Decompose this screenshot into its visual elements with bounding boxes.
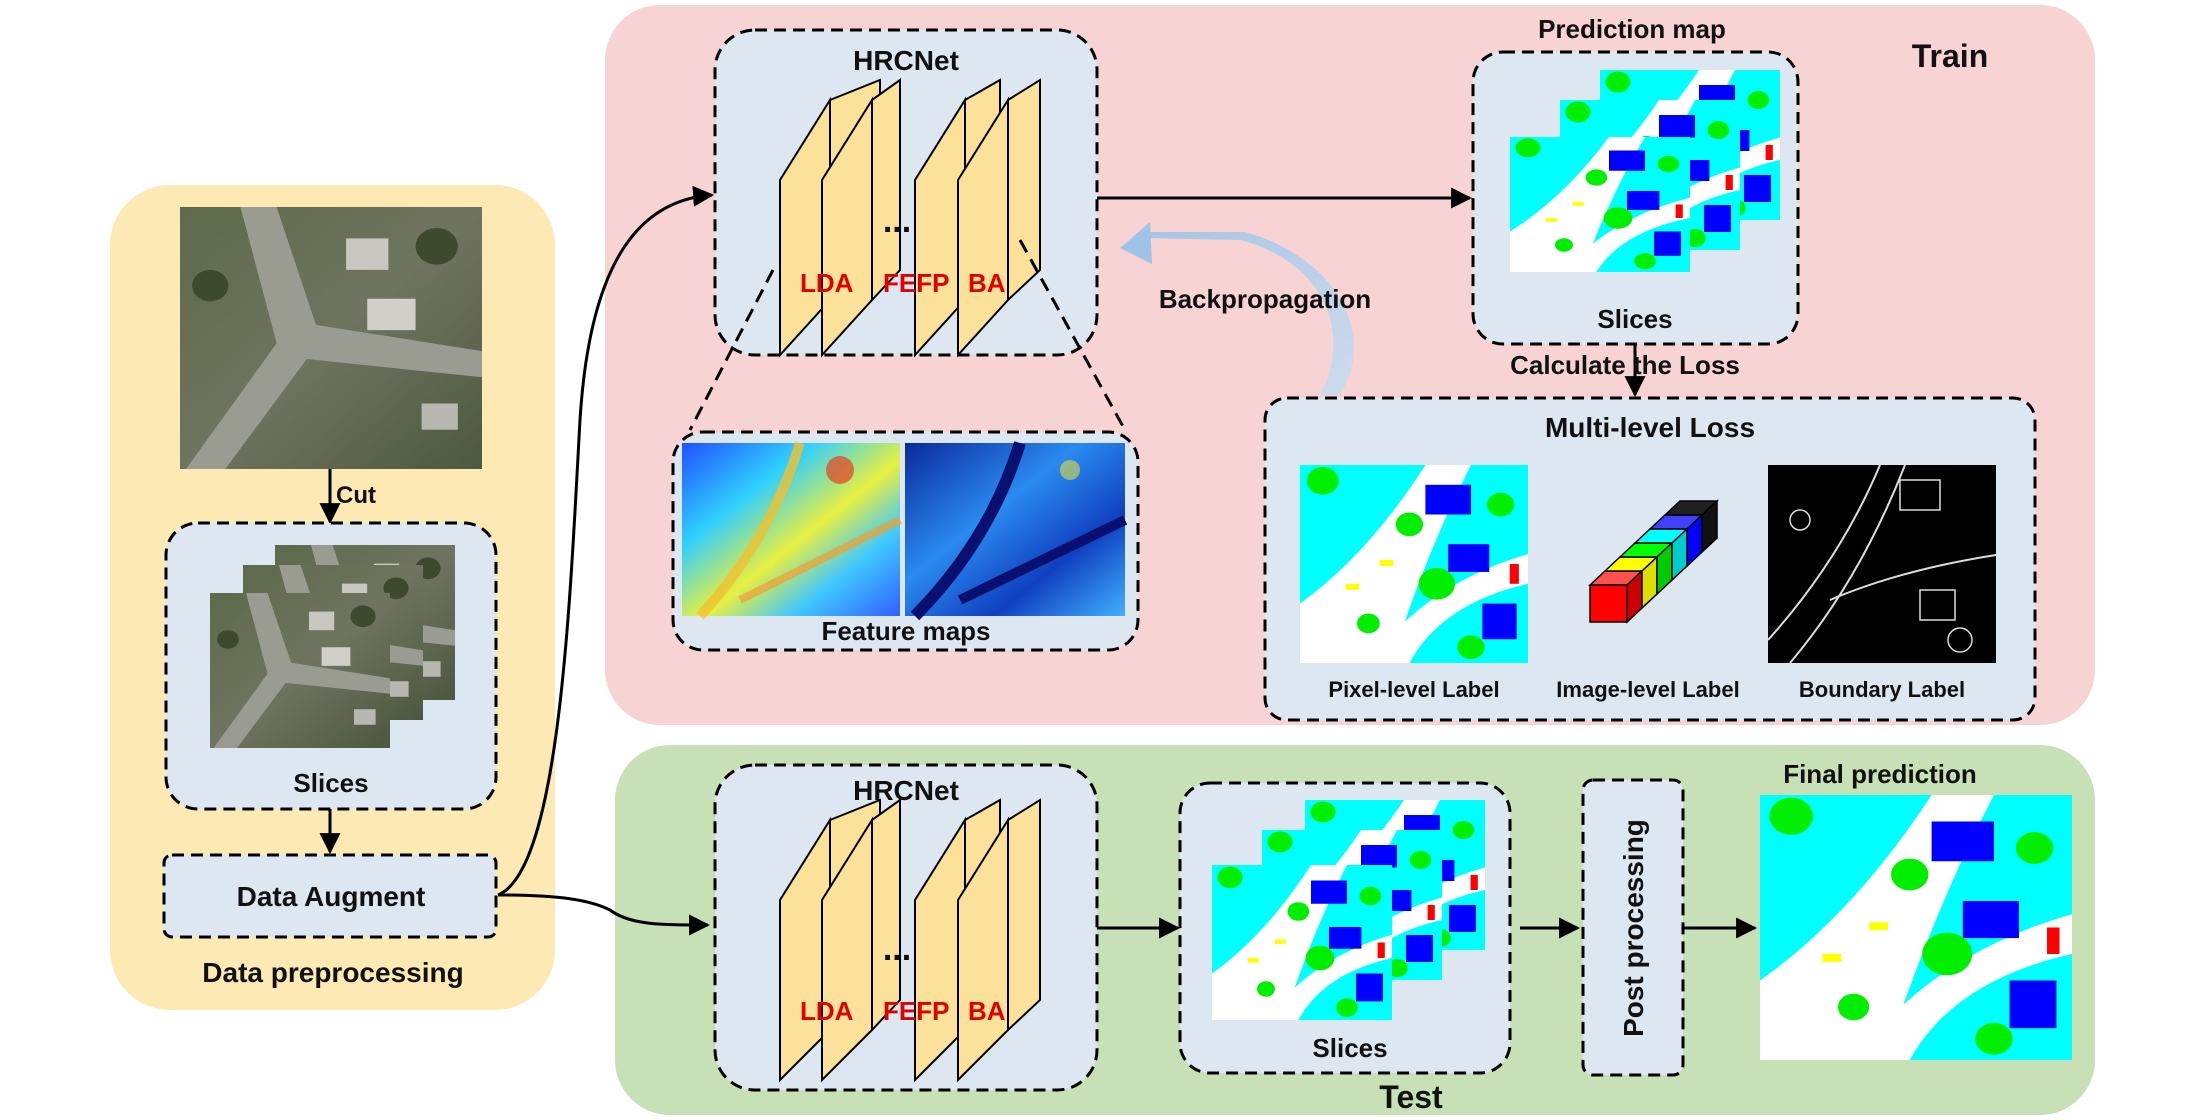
data-augment-box: Data Augment xyxy=(162,853,498,939)
ba-label-train: BA xyxy=(968,268,1006,298)
feature-heatmap-1 xyxy=(682,441,902,620)
slices-box-test: Slices xyxy=(1178,781,1512,1075)
pixel-level-label-text: Pixel-level Label xyxy=(1328,677,1499,702)
hrcnet-box-test: HRCNet ... LDA FEFP BA xyxy=(713,763,1099,1092)
fefp-label-train: FEFP xyxy=(883,268,949,298)
hrcnet-label-test: HRCNet xyxy=(853,775,959,806)
ellipsis-test: ... xyxy=(883,930,911,968)
augment-to-train-arrow xyxy=(497,185,715,897)
zoom-line-right xyxy=(1018,239,1127,431)
ba-label-test: BA xyxy=(968,996,1006,1026)
post-processing-label: Post processing xyxy=(1618,819,1649,1037)
post-processing-box: Post processing xyxy=(1581,778,1685,1077)
hrcnet-box-train: HRCNet ... LDA FEFP BA xyxy=(713,28,1099,358)
layer-stack-test xyxy=(779,798,1041,1083)
boundary-label-text: Boundary Label xyxy=(1799,677,1965,702)
slices-box-prep: Slices xyxy=(164,521,498,811)
slices-label-prep: Slices xyxy=(293,768,368,798)
preprocessing-title: Data preprocessing xyxy=(202,957,463,988)
layer-stack-train xyxy=(779,78,1041,358)
boundary-label-image xyxy=(1767,464,1997,664)
slices-label-train: Slices xyxy=(1597,304,1672,334)
image-level-label-text: Image-level Label xyxy=(1556,677,1739,702)
feature-maps-label: Feature maps xyxy=(821,616,990,646)
pixel-level-label-image xyxy=(1300,465,1528,663)
final-prediction-map xyxy=(1760,795,2072,1060)
hrcnet-label-train: HRCNet xyxy=(853,45,959,76)
final-prediction-title: Final prediction xyxy=(1783,759,1977,789)
augment-to-test-arrow xyxy=(497,893,711,936)
fefp-label-test: FEFP xyxy=(883,996,949,1026)
feature-heatmap-2 xyxy=(905,441,1128,621)
cut-label: Cut xyxy=(336,482,376,509)
label-cube-icon xyxy=(1588,499,1719,624)
prediction-map-title: Prediction map xyxy=(1538,14,1726,44)
zoom-line-left xyxy=(688,269,775,431)
calculate-loss-label: Calculate the Loss xyxy=(1510,350,1740,380)
slices-label-test: Slices xyxy=(1312,1033,1387,1063)
multi-level-loss-title: Multi-level Loss xyxy=(1545,412,1755,443)
train-title: Train xyxy=(1912,38,1988,74)
original-aerial-image xyxy=(180,207,482,469)
prediction-slices-box: Slices xyxy=(1471,50,1800,346)
ellipsis-train: ... xyxy=(883,202,911,240)
feature-maps-box: Feature maps xyxy=(671,430,1140,652)
multi-level-loss-box: Multi-level Loss Pixel-level Label Image… xyxy=(1263,396,2037,722)
backpropagation-arrow xyxy=(1120,222,1355,395)
data-augment-label: Data Augment xyxy=(237,881,426,912)
backpropagation-label: Backpropagation xyxy=(1159,284,1371,314)
lda-label-train: LDA xyxy=(800,268,854,298)
lda-label-test: LDA xyxy=(800,996,854,1026)
test-title: Test xyxy=(1379,1079,1443,1115)
